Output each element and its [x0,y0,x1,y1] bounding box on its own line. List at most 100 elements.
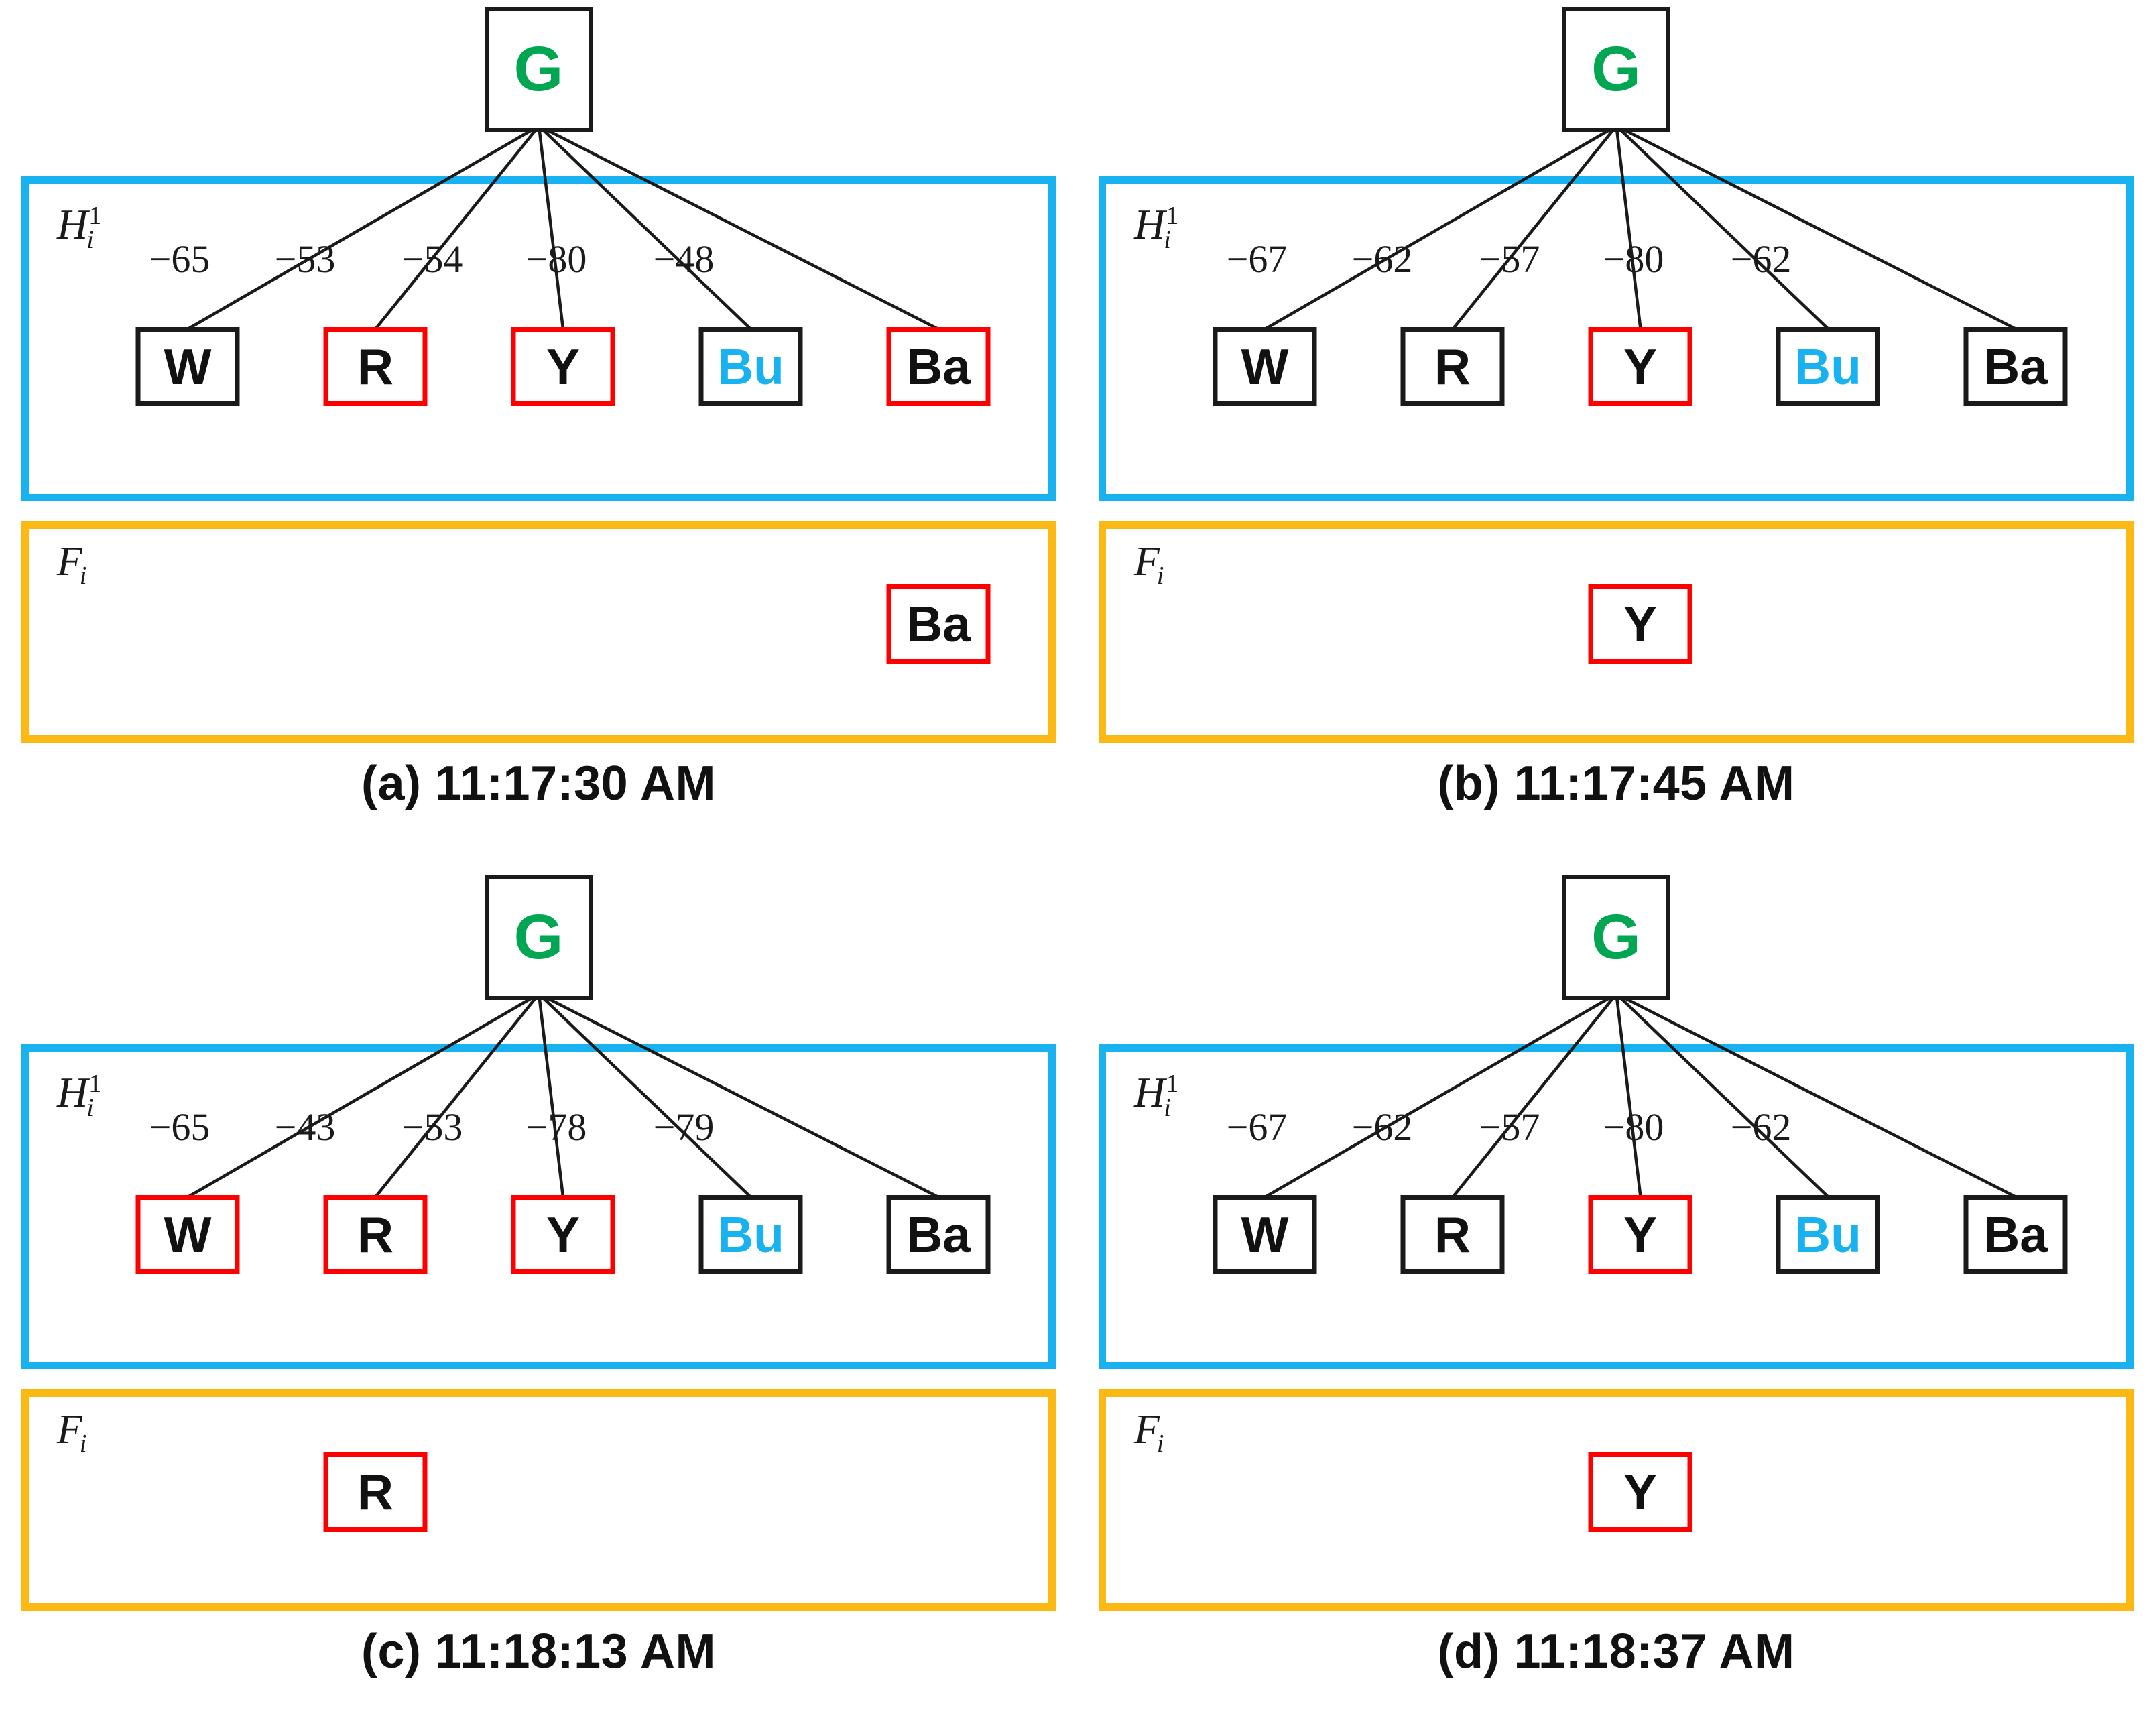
leaf-node-ba: Ba [1963,1195,2068,1274]
leaf-node-bu: Bu [698,1195,803,1274]
edge-weight-row: −65−43−53−78−79 [0,1108,1077,1162]
leaf-node-row: W R Y Bu Ba [0,1195,1077,1276]
faulty-set-box: Fi [21,521,1056,743]
panel-caption-b: (b) 11:17:45 AM [1437,757,1795,810]
edge-weight-row: −67−62−57−80−62 [1077,240,2155,294]
leaf-node-label: W [164,1206,212,1263]
leaf-node-row: W R Y Bu Ba [1077,327,2155,408]
faulty-set-label: Fi [1134,1406,1164,1459]
faulty-node-ba: Ba [886,584,991,664]
root-node-g: G [1562,7,1670,132]
leaf-node-w: W [1213,327,1317,406]
edge-weight-0: −65 [149,1105,210,1149]
leaf-node-label: R [357,1206,394,1263]
leaf-node-label: Bu [717,338,784,395]
faulty-set-label-base: F [1134,539,1160,584]
faulty-node-row: Y [1077,1452,2155,1533]
hypothesis-set-label-base: H [1134,1068,1166,1116]
faulty-set-label-subscript: i [79,1430,87,1459]
leaf-node-r: R [323,327,428,406]
hypothesis-set-label-subscript: i [86,225,94,254]
edge-weight-row: −67−62−57−80−62 [1077,1108,2155,1162]
leaf-node-label: W [1241,1206,1289,1263]
faulty-node-label: Ba [906,595,971,652]
leaf-node-y: Y [511,1195,615,1274]
leaf-node-y: Y [1588,327,1692,406]
leaf-node-label: Ba [906,1206,971,1263]
hypothesis-set-label-base: H [1134,200,1166,248]
leaf-node-label: R [1434,338,1471,395]
hypothesis-set-label: H1i [57,200,101,255]
edge-weight-3: −80 [1603,237,1664,281]
edge-weight-2: −57 [1479,1105,1540,1149]
hypothesis-set-label-superscript: 1 [1166,201,1179,230]
faulty-set-box: Fi [1099,521,2134,743]
faulty-node-row: Y [1077,584,2155,665]
root-node-g: G [1562,875,1670,1000]
faulty-node-y: Y [1588,1452,1692,1532]
root-node-g: G [484,875,593,1000]
leaf-node-label: W [1241,338,1289,395]
hypothesis-set-label-subscript: i [1164,225,1171,254]
edge-weight-4: −48 [653,237,715,281]
leaf-node-w: W [1213,1195,1317,1274]
hypothesis-set-label: H1i [1134,1068,1178,1123]
leaf-node-ba: Ba [886,1195,991,1274]
root-node-label: G [513,902,564,973]
leaf-node-ba: Ba [1963,327,2068,406]
leaf-node-label: R [1434,1206,1471,1263]
edge-weight-3: −80 [526,237,587,281]
edge-weight-3: −80 [1603,1105,1664,1149]
root-node-label: G [513,34,564,105]
leaf-node-ba: Ba [886,327,991,406]
faulty-set-label-base: F [57,539,82,584]
panel-caption-a: (a) 11:17:30 AM [361,757,717,810]
faulty-node-r: R [323,1452,428,1532]
faulty-node-y: Y [1588,584,1692,664]
root-node-g: G [484,7,593,132]
root-node-label: G [1591,902,1641,973]
leaf-node-w: W [135,327,240,406]
edge-weight-row: −65−53−54−80−48 [0,240,1077,294]
edge-weight-2: −53 [402,1105,463,1149]
leaf-node-label: Y [546,1206,580,1263]
leaf-node-label: Ba [906,338,971,395]
leaf-node-y: Y [1588,1195,1692,1274]
hypothesis-set-label: H1i [57,1068,101,1123]
hypothesis-set-label-base: H [57,200,88,248]
faulty-set-label-base: F [1134,1407,1160,1452]
leaf-node-w: W [135,1195,240,1274]
faulty-set-box: Fi [21,1389,1056,1611]
leaf-node-r: R [1400,327,1505,406]
faulty-node-label: R [357,1463,394,1520]
hypothesis-set-label-base: H [57,1068,88,1116]
hypothesis-set-label-subscript: i [1164,1093,1171,1122]
edge-weight-2: −57 [1479,237,1540,281]
edge-weight-0: −67 [1226,1105,1288,1149]
leaf-node-label: Bu [717,1206,784,1263]
edge-weight-1: −62 [1351,237,1413,281]
faulty-set-label-subscript: i [1156,1430,1164,1459]
faulty-set-box: Fi [1099,1389,2134,1611]
root-node-label: G [1591,34,1641,105]
faulty-node-label: Y [1623,595,1658,652]
hypothesis-set-label: H1i [1134,200,1178,255]
leaf-node-bu: Bu [1776,327,1880,406]
leaf-node-bu: Bu [698,327,803,406]
hypothesis-set-label-subscript: i [86,1093,94,1122]
leaf-node-label: Y [1623,1206,1658,1263]
faulty-set-label-base: F [57,1407,82,1452]
faulty-set-label-subscript: i [1156,562,1164,591]
leaf-node-label: Ba [1983,1206,2048,1263]
edge-weight-1: −43 [274,1105,336,1149]
faulty-node-row: Ba [0,584,1077,665]
panel-caption-d: (d) 11:18:37 AM [1437,1625,1795,1678]
faulty-set-label-subscript: i [79,562,87,591]
